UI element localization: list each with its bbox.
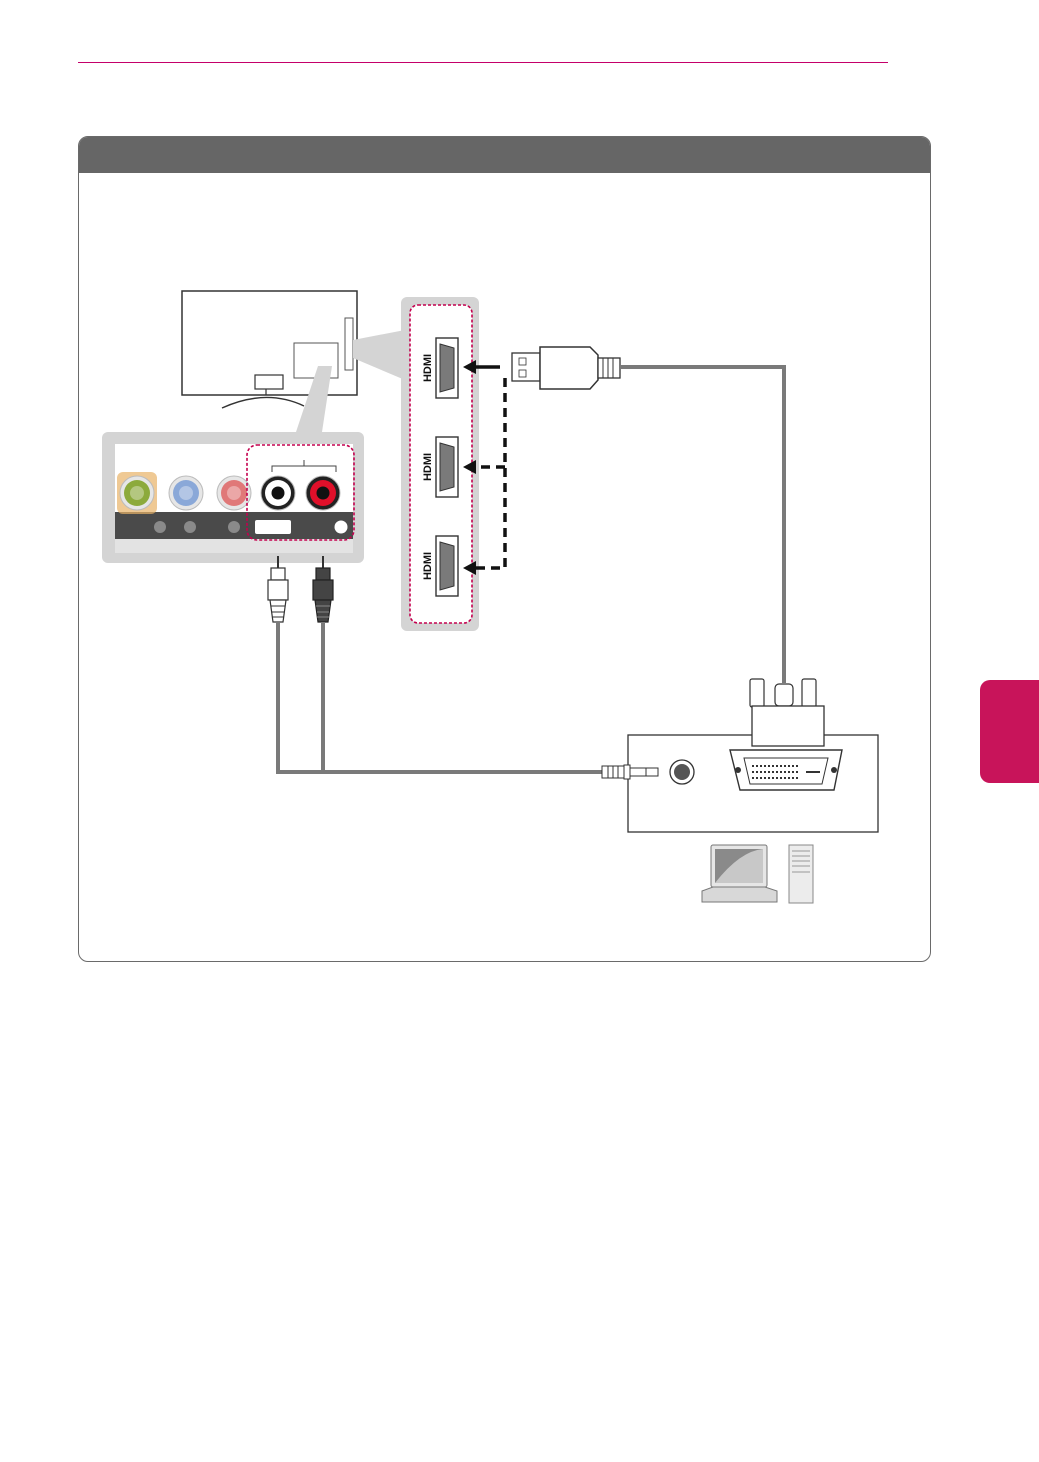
hdmi-port-label: HDMI (422, 453, 434, 481)
hdmi-plug-icon (512, 347, 620, 389)
av-jack-icon (117, 472, 157, 514)
av-input-panel (102, 432, 364, 563)
hdmi-input-panel: HDMI HDMI HDMI (401, 297, 479, 631)
av-jack-icon (169, 476, 203, 510)
desktop-tower-icon (789, 845, 813, 903)
hdmi-dvi-cable (620, 367, 784, 683)
rca-plug-icon (268, 556, 333, 622)
av-jack-icon (306, 476, 340, 510)
audio-cable (278, 622, 602, 772)
hdmi-port-label: HDMI (422, 552, 434, 580)
hdmi-port-label: HDMI (422, 354, 434, 382)
laptop-icon (702, 845, 777, 902)
zoom-callout-hdmi (353, 330, 405, 380)
av-jack-icon (217, 476, 251, 510)
tv-icon (182, 291, 357, 408)
av-jack-icon (261, 476, 295, 510)
